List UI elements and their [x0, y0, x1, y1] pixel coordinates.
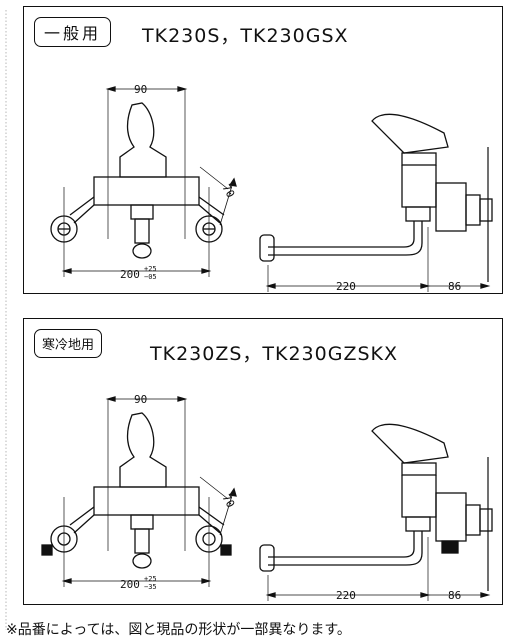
dim-86: 86 [448, 280, 461, 293]
left-margin-texture [5, 10, 7, 630]
model-numbers: TK230ZS，TK230GZSKX [150, 343, 399, 365]
panel-general: 一般用 TK230S，TK230GSX [23, 6, 503, 294]
footnote: ※品番によっては、図と現品の形状が一部異なります。 [6, 622, 351, 638]
dim-70: 70 [219, 182, 237, 200]
model-numbers: TK230S，TK230GSX [142, 25, 349, 47]
dim-200: 200 [120, 268, 140, 281]
faucet-drawing: 90 70 200 +25 −05 220 86 [50, 83, 493, 293]
dim-70: 70 [219, 492, 237, 510]
dim-tolerance-minus: −35 [144, 583, 157, 591]
dim-90: 90 [134, 83, 147, 96]
dim-tolerance-plus: +25 [144, 265, 157, 273]
category-tag: 一般用 [34, 17, 112, 47]
faucet-drawing: 90 70 200 +25 −35 220 86 [41, 393, 493, 602]
dim-200: 200 [120, 578, 140, 591]
panel-cold-region: 寒冷地用 TK230ZS，TK230GZSKX [23, 318, 503, 605]
dim-90: 90 [134, 393, 147, 406]
dim-tolerance-minus: −05 [144, 273, 157, 281]
dim-220: 220 [336, 280, 356, 293]
category-tag: 寒冷地用 [34, 329, 103, 358]
dim-220: 220 [336, 589, 356, 602]
dim-tolerance-plus: +25 [144, 575, 157, 583]
dim-86: 86 [448, 589, 461, 602]
